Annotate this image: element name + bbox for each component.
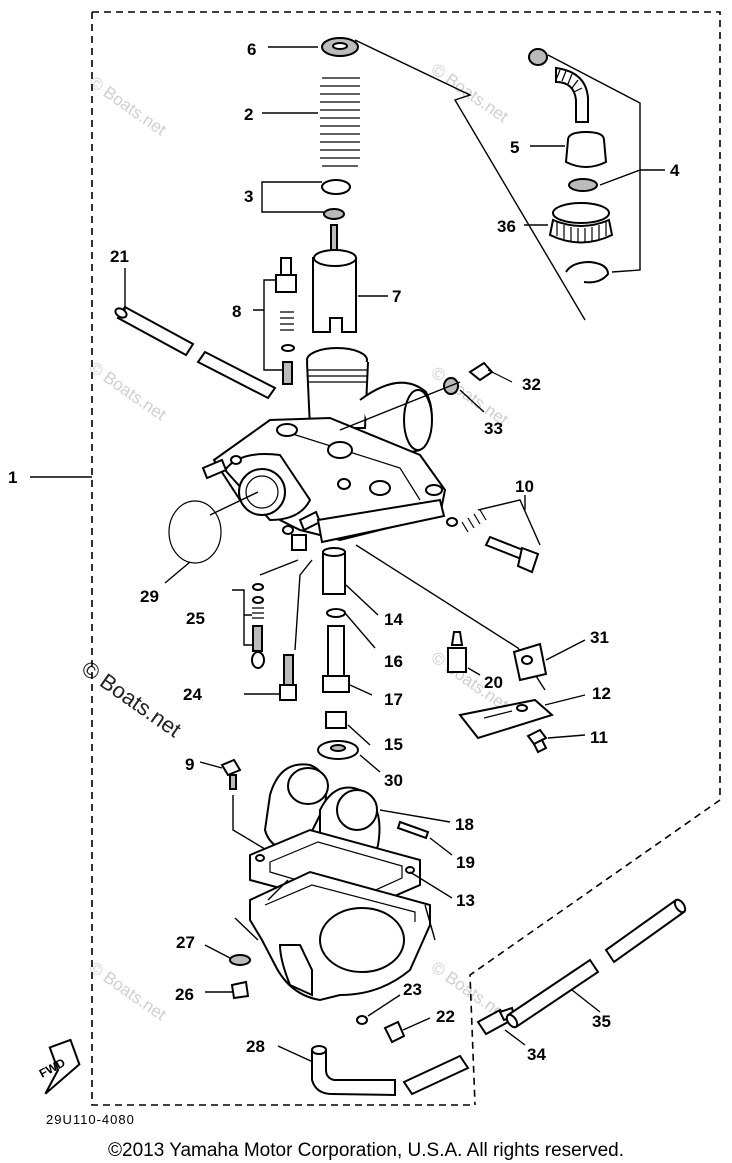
- callout-24: 24: [183, 685, 202, 704]
- vent-hose: [114, 268, 277, 400]
- callout-23: 23: [403, 980, 422, 999]
- drain-hose: [277, 1045, 470, 1097]
- drain-washer: [204, 944, 251, 966]
- overflow-hose: [505, 898, 687, 1029]
- callout-27: 27: [176, 933, 195, 952]
- o-ring: [164, 491, 259, 584]
- callout-13: 13: [456, 891, 475, 910]
- needle-valve: [447, 631, 481, 676]
- callout-21: 21: [110, 247, 129, 266]
- callout-26: 26: [175, 985, 194, 1004]
- main-jet-stack: [317, 547, 381, 773]
- callout-15: 15: [384, 735, 403, 754]
- callout-31: 31: [590, 628, 609, 647]
- float-pin-clip: [512, 639, 586, 682]
- callout-19: 19: [456, 853, 475, 872]
- callout-16: 16: [384, 652, 403, 671]
- copyright-notice: ©2013 Yamaha Motor Corporation, U.S.A. A…: [108, 1140, 624, 1161]
- watermark: © Boats.net: [86, 358, 170, 425]
- throttle-spring: [320, 77, 360, 167]
- float-chamber: [234, 870, 436, 1002]
- callout-18: 18: [455, 815, 474, 834]
- callout-35: 35: [592, 1012, 611, 1031]
- assembly-boundary: [30, 11, 721, 1106]
- callout-5: 5: [510, 138, 519, 157]
- callout-36: 36: [497, 217, 516, 236]
- forward-arrow: FWD: [37, 1038, 81, 1095]
- callout-20: 20: [484, 673, 503, 692]
- carburetor-body: [201, 347, 461, 551]
- pilot-screw-set: [253, 257, 297, 385]
- diagram-code: 29U110-4080: [46, 1112, 135, 1127]
- callout-29: 29: [140, 587, 159, 606]
- watermark: © Boats.net: [428, 60, 512, 127]
- float-plate: [458, 694, 586, 754]
- watermark-large: © Boats.net: [77, 656, 186, 743]
- callout-7: 7: [392, 287, 401, 306]
- callout-labels: 1 2 3 4 5 6 7 8 9 10 11 12 13 14 15 16 1…: [8, 40, 680, 1064]
- callout-1: 1: [8, 468, 17, 487]
- callout-9: 9: [185, 755, 194, 774]
- watermark: © Boats.net: [86, 958, 170, 1025]
- callout-25: 25: [186, 609, 205, 628]
- callout-6: 6: [247, 40, 256, 59]
- cap-assembly: [524, 48, 665, 284]
- callout-10: 10: [515, 477, 534, 496]
- callout-32: 32: [522, 375, 541, 394]
- callout-22: 22: [436, 1007, 455, 1026]
- pilot-jet: [244, 654, 297, 701]
- callout-17: 17: [384, 690, 403, 709]
- callout-33: 33: [484, 419, 503, 438]
- callout-34: 34: [527, 1045, 546, 1064]
- callout-8: 8: [232, 302, 241, 321]
- callout-4: 4: [670, 161, 680, 180]
- starter-set: [232, 559, 299, 669]
- top-parts: [261, 37, 388, 333]
- callout-2: 2: [244, 105, 253, 124]
- callout-14: 14: [384, 610, 403, 629]
- callout-30: 30: [384, 771, 403, 790]
- callout-12: 12: [592, 684, 611, 703]
- watermark: © Boats.net: [86, 73, 170, 140]
- float-pin: [396, 820, 453, 856]
- drain-screw-26: [205, 980, 250, 1000]
- callout-3: 3: [244, 187, 253, 206]
- callout-28: 28: [246, 1037, 265, 1056]
- drain-plug: [356, 994, 431, 1044]
- callout-11: 11: [590, 728, 608, 747]
- throttle-stop-screw: [446, 495, 541, 574]
